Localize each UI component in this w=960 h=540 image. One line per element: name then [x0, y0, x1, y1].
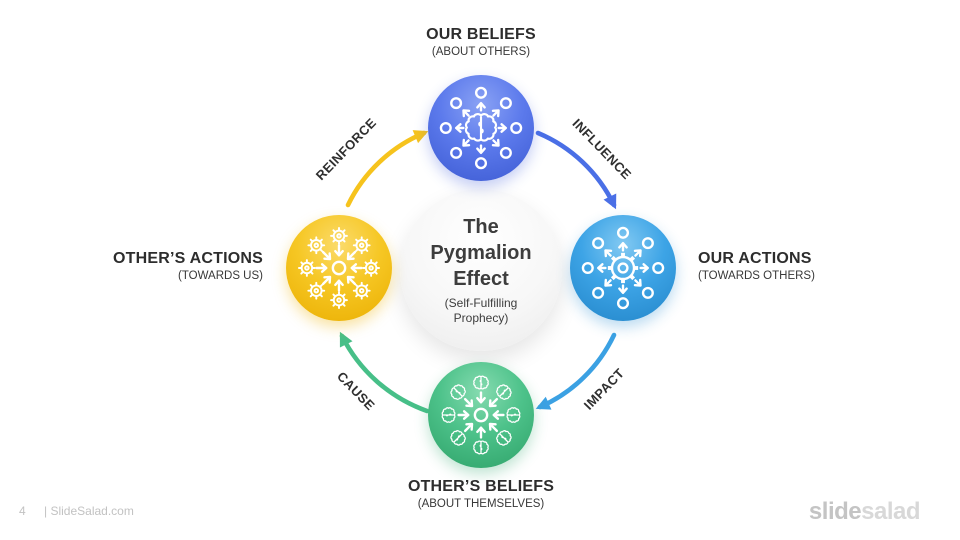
gears-converge-icon: [297, 226, 381, 310]
logo-bold-part: slide: [808, 498, 862, 525]
node-sublabel-text: (ABOUT THEMSELVES): [417, 498, 545, 510]
logo-light-part: salad: [861, 498, 920, 525]
node-label-text: OUR BELIEFS: [426, 26, 536, 43]
node-sublabel-text: (TOWARDS OTHERS): [698, 270, 815, 282]
node-label-text: OTHER’S BELIEFS: [407, 478, 555, 495]
label-our-actions: OUR ACTIONS (TOWARDS OTHERS): [698, 250, 815, 282]
node-label-text: OUR ACTIONS: [698, 250, 812, 267]
cause-arrow: [339, 331, 430, 414]
diagram-subtitle: (Self-Fulfilling Prophecy): [444, 296, 518, 325]
diagram-title: The Pygmalion Effect: [430, 216, 532, 290]
center-circle: The Pygmalion Effect (Self-Fulfilling Pr…: [400, 189, 562, 351]
node-our-beliefs-circle: [428, 75, 534, 181]
label-our-beliefs: OUR BELIEFS (ABOUT OTHERS): [426, 26, 536, 58]
node-sublabel-text: (TOWARDS US): [178, 270, 263, 282]
influence-arrow: [535, 130, 617, 210]
node-sublabel-text: (ABOUT OTHERS): [431, 46, 531, 58]
footer-site-label: | SlideSalad.com: [44, 504, 134, 518]
label-others-beliefs: OTHER’S BELIEFS (ABOUT THEMSELVES): [408, 478, 554, 510]
node-others-beliefs-circle: [428, 362, 534, 468]
brain-spread-out-icon: [439, 86, 523, 170]
reinforce-arrow: [345, 130, 429, 208]
label-others-actions: OTHER’S ACTIONS (TOWARDS US): [113, 250, 263, 282]
gear-spread-out-icon: [581, 226, 665, 310]
page-number: 4: [19, 504, 26, 518]
node-label-text: OTHER’S ACTIONS: [113, 250, 263, 267]
brains-converge-icon: [441, 375, 521, 455]
node-others-actions-circle: [286, 215, 392, 321]
impact-arrow: [535, 332, 617, 410]
slidesalad-logo: slidesalad: [808, 498, 921, 526]
node-our-actions-circle: [570, 215, 676, 321]
